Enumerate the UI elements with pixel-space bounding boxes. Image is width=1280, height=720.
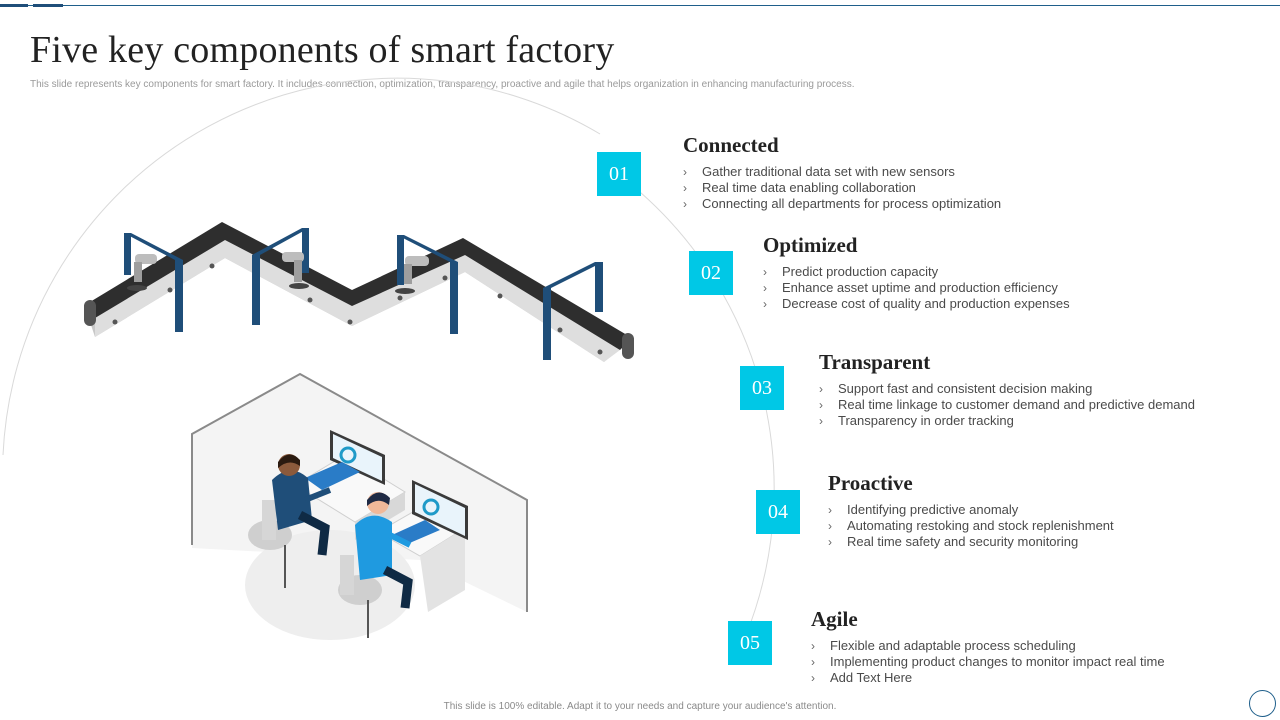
bullet-item: ›Support fast and consistent decision ma…	[819, 381, 1093, 396]
page-subtitle: This slide represents key components for…	[30, 79, 855, 90]
component-agile: Agile ›Flexible and adaptable process sc…	[811, 607, 1165, 686]
component-connected: Connected ›Gather traditional data set w…	[683, 133, 1001, 212]
number-badge-05: 05	[728, 621, 772, 665]
number-badge-01: 01	[597, 152, 641, 196]
number-badge-04: 04	[756, 490, 800, 534]
bullet-item: ›Predict production capacity	[763, 264, 939, 279]
chevron-right-icon: ›	[828, 519, 832, 533]
page-title: Five key components of smart factory	[30, 29, 615, 71]
bullet-item: ›Flexible and adaptable process scheduli…	[811, 638, 1076, 653]
bullet-item: ›Real time safety and security monitorin…	[828, 534, 1079, 549]
component-proactive: Proactive ›Identifying predictive anomal…	[828, 471, 1114, 550]
component-title: Connected	[683, 133, 779, 157]
bullet-item: ›Real time linkage to customer demand an…	[819, 397, 1195, 412]
chevron-right-icon: ›	[828, 503, 832, 517]
chevron-right-icon: ›	[683, 165, 687, 179]
bullet-item: ›Gather traditional data set with new se…	[683, 164, 955, 179]
corner-circle-icon	[1249, 690, 1276, 717]
chevron-right-icon: ›	[828, 535, 832, 549]
top-accent-mark	[0, 4, 28, 7]
component-transparent: Transparent ›Support fast and consistent…	[819, 350, 1195, 429]
chevron-right-icon: ›	[811, 655, 815, 669]
chevron-right-icon: ›	[683, 181, 687, 195]
bullet-item: ›Decrease cost of quality and production…	[763, 296, 1070, 311]
chevron-right-icon: ›	[811, 671, 815, 685]
component-optimized: Optimized ›Predict production capacity ›…	[763, 233, 1070, 312]
chevron-right-icon: ›	[819, 382, 823, 396]
bullet-item: ›Real time data enabling collaboration	[683, 180, 916, 195]
chevron-right-icon: ›	[683, 197, 687, 211]
top-accent-mark	[33, 4, 63, 7]
component-title: Transparent	[819, 350, 931, 374]
chevron-right-icon: ›	[763, 265, 767, 279]
bullet-item: ›Identifying predictive anomaly	[828, 502, 1019, 517]
footer-note: This slide is 100% editable. Adapt it to…	[443, 701, 837, 712]
component-title: Optimized	[763, 233, 858, 257]
bullet-item: ›Enhance asset uptime and production eff…	[763, 280, 1058, 295]
bullet-item: ›Add Text Here	[811, 670, 913, 685]
chevron-right-icon: ›	[819, 398, 823, 412]
bullet-item: ›Automating restoking and stock replenis…	[828, 518, 1114, 533]
chevron-right-icon: ›	[763, 297, 767, 311]
chevron-right-icon: ›	[819, 414, 823, 428]
number-badge-02: 02	[689, 251, 733, 295]
number-badge-03: 03	[740, 366, 784, 410]
chevron-right-icon: ›	[811, 639, 815, 653]
chevron-right-icon: ›	[763, 281, 767, 295]
top-rule	[0, 5, 1280, 6]
bullet-item: ›Transparency in order tracking	[819, 413, 1014, 428]
component-title: Agile	[811, 607, 858, 631]
bullet-item: ›Implementing product changes to monitor…	[811, 654, 1165, 669]
bullet-item: ›Connecting all departments for process …	[683, 196, 1002, 211]
component-title: Proactive	[828, 471, 913, 495]
